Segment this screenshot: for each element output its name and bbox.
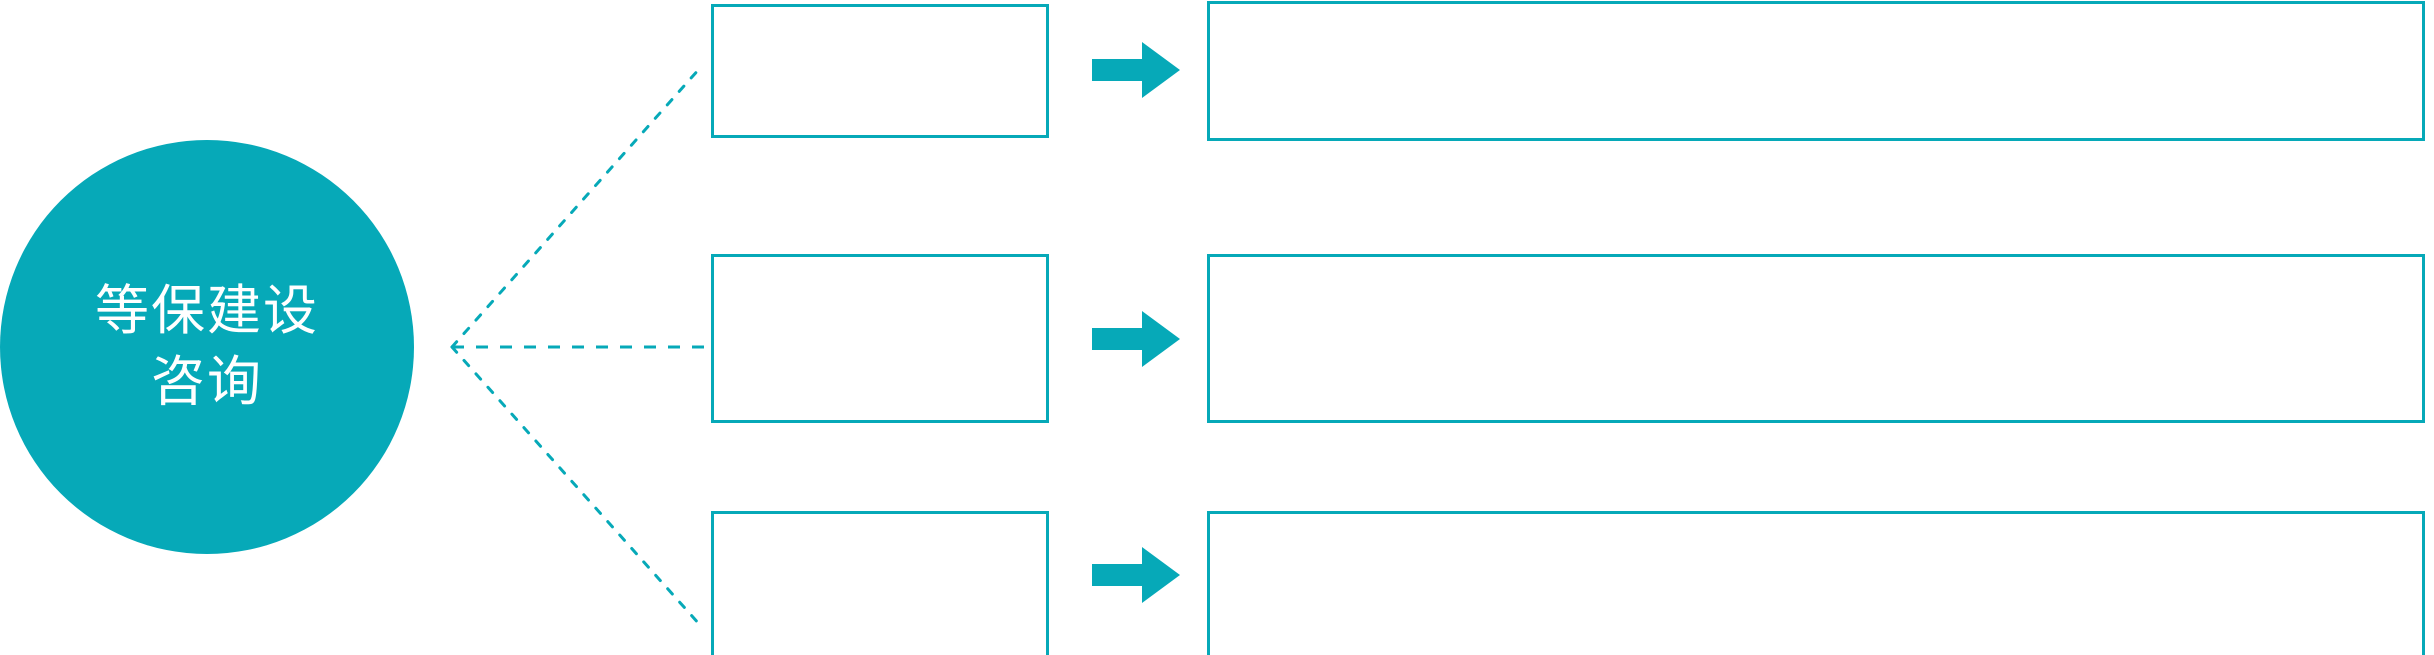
hub-node-circle[interactable]: 等保建设 咨询	[0, 140, 414, 554]
connector-line-row-3	[450, 345, 702, 627]
detail-box-row-2[interactable]	[1207, 254, 2425, 423]
stage-box-row-3[interactable]	[711, 511, 1049, 655]
connector-line-row-1	[450, 66, 702, 349]
detail-box-row-3[interactable]	[1207, 511, 2425, 655]
right-arrow-icon-row-2	[1092, 311, 1180, 367]
hub-label-line-1: 等保建设	[95, 280, 319, 341]
hub-label-line-2: 咨询	[151, 352, 263, 412]
detail-box-row-1[interactable]	[1207, 1, 2425, 141]
right-arrow-icon-row-1	[1092, 42, 1180, 98]
stage-box-row-2[interactable]	[711, 254, 1049, 423]
right-arrow-icon-row-3	[1092, 547, 1180, 603]
stage-box-row-1[interactable]	[711, 4, 1049, 138]
